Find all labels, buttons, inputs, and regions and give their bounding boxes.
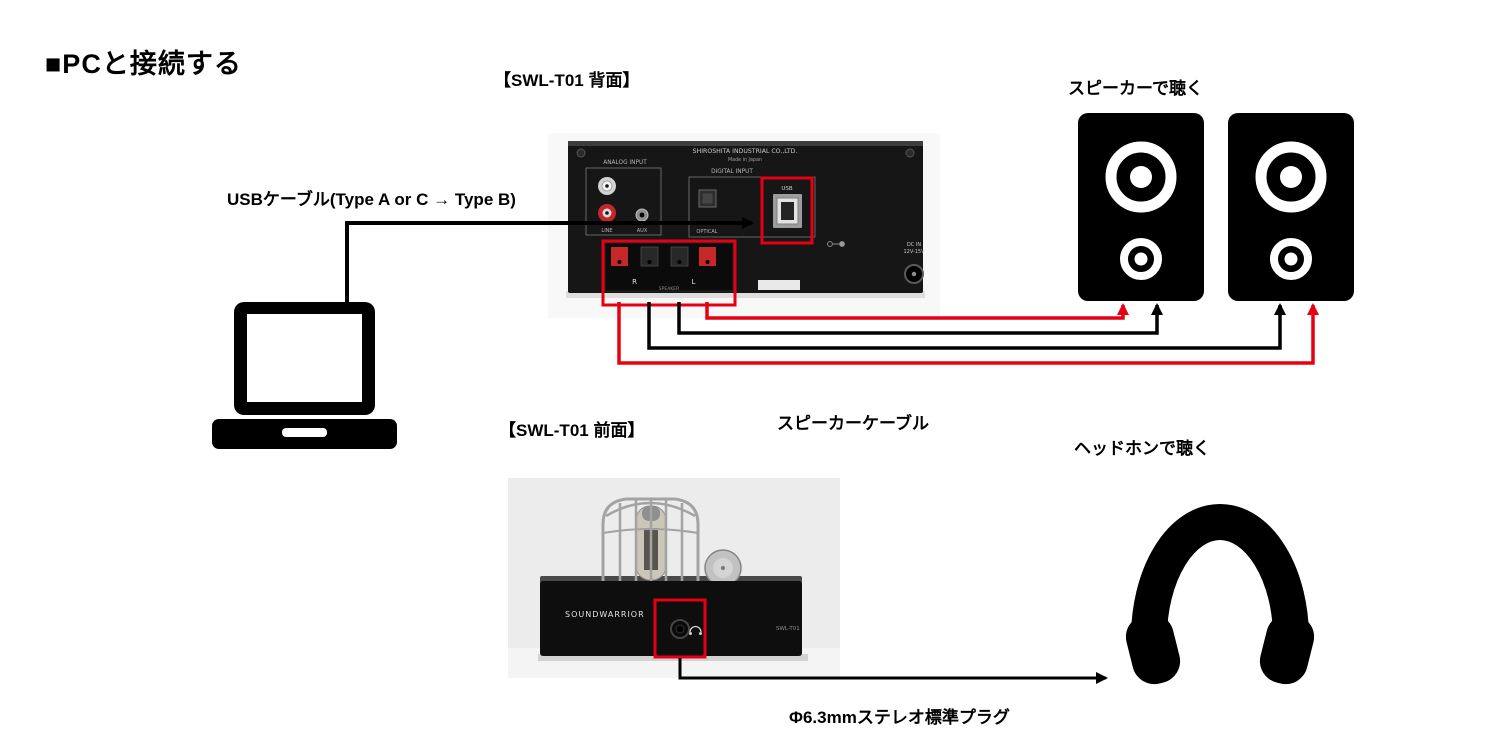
page-title: ■PCと接続する [45, 49, 242, 79]
line-label: LINE [601, 228, 612, 234]
woofer [1105, 141, 1177, 213]
ear-cup-left [1125, 613, 1181, 685]
screw-icon [576, 148, 586, 158]
front-chassis [540, 581, 802, 656]
speaker-right-label: R [632, 278, 637, 286]
tweeter [1270, 238, 1312, 280]
headband [1131, 504, 1309, 639]
headphones-icon [1125, 504, 1315, 685]
terminal-hole [617, 260, 622, 264]
ear-cup-right [1259, 613, 1315, 685]
screw-icon [905, 148, 915, 158]
plug-label: Φ6.3mmステレオ標準プラグ [789, 708, 1010, 727]
terminal-hole [677, 260, 682, 264]
dc-jack-pin [911, 271, 917, 277]
dc-in-label: DC IN [907, 242, 921, 248]
speaker-left-label: L [692, 278, 696, 286]
rear-panel-label: 【SWL-T01 背面】 [494, 71, 640, 90]
optical-label: OPTICAL [696, 229, 717, 235]
laptop-icon [212, 302, 397, 449]
optical-port-shutter [702, 193, 713, 204]
maker-text: SHIROSHITA INDUSTRIAL CO.,LTD. [693, 148, 798, 155]
listen-speakers-label: スピーカーで聴く [1068, 79, 1203, 98]
chassis-top-edge [568, 141, 923, 146]
laptop-screen [247, 314, 362, 402]
speaker-icon [1078, 113, 1204, 301]
speaker-cable-label: スピーカーケーブル [777, 414, 929, 433]
usb-cable-label: USBケーブル(Type A or C → Type B) [227, 190, 516, 209]
analog-input-label: ANALOG INPUT [603, 160, 647, 166]
digital-input-label: DIGITAL INPUT [711, 169, 753, 175]
speaker-panel-label: SPEAKER [659, 286, 679, 292]
headphone-jack-hole [675, 624, 685, 634]
tweeter-cap [1134, 252, 1148, 266]
rca-red-jack-hole [605, 211, 609, 215]
front-panel-label: 【SWL-T01 前面】 [499, 421, 645, 440]
usb-port-label: USB [781, 186, 793, 192]
listen-headphones-label: ヘッドホンで聴く [1074, 439, 1210, 458]
terminal-hole [647, 260, 652, 264]
dc-volt-label: 12V-15V [903, 249, 925, 255]
brand-logo: SOUNDWARRIOR [565, 610, 645, 619]
tweeter-cap [1284, 252, 1298, 266]
model-label: SWL-T01 [776, 626, 800, 632]
tweeter [1120, 238, 1162, 280]
digital-section-outline [688, 176, 816, 238]
terminal-hole [705, 260, 710, 264]
front-panel-photo: SOUNDWARRIOR SWL-T01 [508, 478, 840, 678]
speaker-icon [1228, 113, 1354, 301]
usb-highlight-box [760, 176, 814, 245]
laptop-notch [282, 428, 327, 437]
woofer-cap [1280, 166, 1302, 188]
rear-panel-photo: SHIROSHITA INDUSTRIAL CO.,LTD. Made in J… [548, 133, 940, 318]
aux-jack-hole [639, 212, 645, 218]
tube-cage [601, 497, 700, 582]
woofer [1255, 141, 1327, 213]
volume-knob [704, 549, 742, 587]
usb-port-slot [781, 202, 794, 220]
jack-highlight-box [653, 598, 707, 659]
aux-label: AUX [637, 228, 648, 234]
polarity-icon [827, 241, 845, 247]
origin-text: Made in Japan [728, 157, 762, 163]
headphone-jack-glyph [689, 625, 702, 635]
rca-white-jack-hole [605, 184, 609, 188]
serial-label [758, 280, 800, 290]
woofer-cap [1130, 166, 1152, 188]
